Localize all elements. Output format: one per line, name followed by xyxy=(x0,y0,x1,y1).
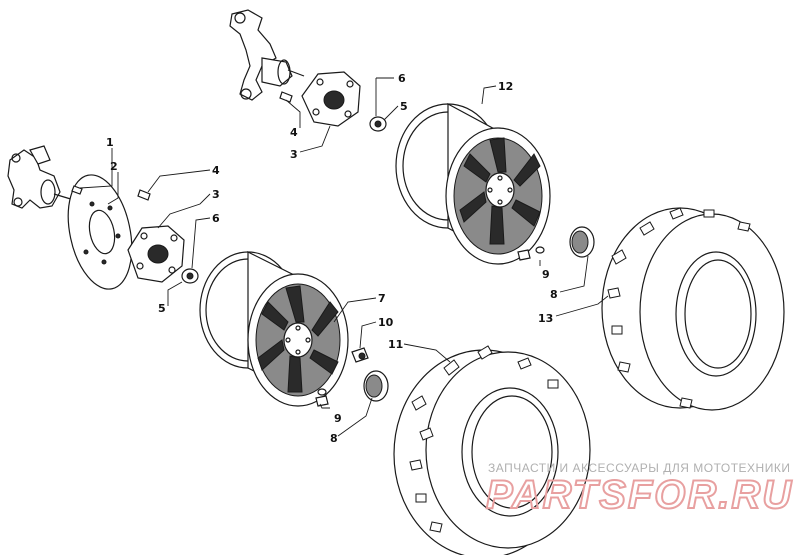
callout-2: 2 xyxy=(110,160,118,173)
hub-cap-rear xyxy=(569,226,595,258)
lug-nut xyxy=(351,347,369,363)
watermark-brand: PARTSFOR.RU xyxy=(486,473,793,517)
callout-8: 8 xyxy=(330,432,338,445)
callout-6-top: 6 xyxy=(398,72,406,85)
watermark: ЗАПЧАСТИ И АКСЕССУАРЫ ДЛЯ МОТОТЕХНИКИ PA… xyxy=(485,461,793,518)
valve-stem-front xyxy=(315,388,329,407)
disc-bolt xyxy=(71,185,83,195)
valve-stem-rear xyxy=(517,246,545,261)
wheel-stud-front xyxy=(137,189,151,201)
rear-rim xyxy=(395,102,551,265)
callout-8-rear: 8 xyxy=(550,288,558,301)
hub-nut-top xyxy=(369,116,387,132)
leader-lines xyxy=(79,77,609,437)
callout-3: 3 xyxy=(212,188,220,201)
callout-1: 1 xyxy=(106,136,114,149)
steering-knuckle-front xyxy=(7,145,75,209)
callout-3-top: 3 xyxy=(290,148,298,161)
front-rim xyxy=(199,251,349,407)
callout-5-top: 5 xyxy=(400,100,408,113)
callout-9: 9 xyxy=(334,412,342,425)
wheel-hub-front xyxy=(127,225,185,283)
callout-7: 7 xyxy=(378,292,386,305)
hub-cap-front xyxy=(363,370,389,402)
callout-11: 11 xyxy=(388,338,403,351)
hub-nut-front xyxy=(181,268,199,284)
callout-12: 12 xyxy=(498,80,513,93)
wheel-hub-top xyxy=(301,71,361,127)
brake-disc xyxy=(67,174,133,290)
wheel-stud-top xyxy=(279,91,293,103)
callout-numbers: 1 2 4 3 6 5 6 5 4 3 12 7 10 11 9 8 9 8 1… xyxy=(106,72,558,445)
callout-4: 4 xyxy=(212,164,220,177)
callout-5: 5 xyxy=(158,302,166,315)
callout-6: 6 xyxy=(212,212,220,225)
callout-13: 13 xyxy=(538,312,553,325)
front-tire xyxy=(393,345,591,555)
callout-9-rear: 9 xyxy=(542,268,550,281)
watermark-tagline: ЗАПЧАСТИ И АКСЕССУАРЫ ДЛЯ МОТОТЕХНИКИ xyxy=(488,461,790,475)
rear-tire xyxy=(601,207,785,411)
steering-knuckle-rear xyxy=(229,9,305,101)
callout-10: 10 xyxy=(378,316,394,329)
callout-4-top: 4 xyxy=(290,126,298,139)
